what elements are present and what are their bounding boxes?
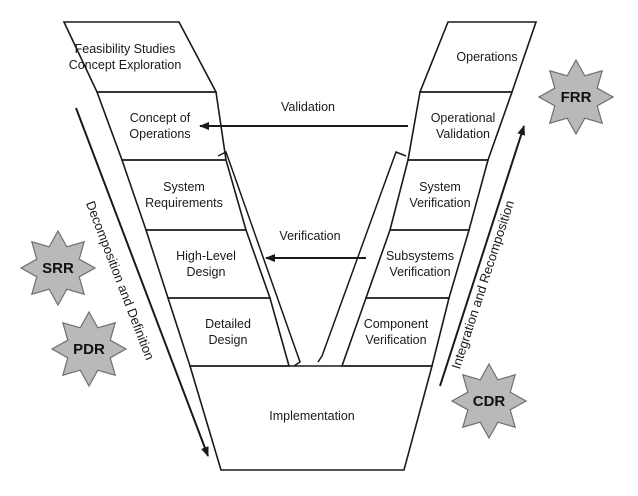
left-stage-3-label-line-1: System bbox=[163, 180, 205, 194]
left-stage-3-label-line-2: Requirements bbox=[145, 196, 223, 210]
right-stage-4-label-line-1: Subsystems bbox=[386, 249, 454, 263]
left-stage-5-label-line-1: Detailed bbox=[205, 317, 251, 331]
left-stage-4-label-line-2: Design bbox=[187, 265, 226, 279]
left-stage-4-label-line-1: High-Level bbox=[176, 249, 236, 263]
left-stage-2-label-line-1: Concept of bbox=[130, 111, 191, 125]
left-stage-5-label-line-2: Design bbox=[209, 333, 248, 347]
right-stage-4-label-line-2: Verification bbox=[389, 265, 450, 279]
srr-badge bbox=[19, 229, 97, 307]
pdr-badge-label: PDR bbox=[73, 341, 105, 358]
left-stage-1-box bbox=[62, 21, 218, 93]
implementation-box bbox=[188, 365, 434, 471]
right-stage-4-box bbox=[364, 229, 471, 299]
frr-badge-label: FRR bbox=[561, 89, 592, 106]
cdr-badge-label: CDR bbox=[473, 393, 506, 410]
right-stage-2-label-line-1: Operational bbox=[431, 111, 496, 125]
frr-badge bbox=[537, 58, 615, 136]
right-arm bbox=[340, 21, 538, 367]
cdr-badge bbox=[450, 362, 528, 440]
srr-badge-label: SRR bbox=[42, 260, 74, 277]
implementation-label-line-1: Implementation bbox=[269, 409, 355, 423]
left-stage-4-box bbox=[144, 229, 272, 299]
right-stage-3-label-line-1: System bbox=[419, 180, 461, 194]
left-arm bbox=[62, 21, 291, 367]
right-stage-2-label-line-2: Validation bbox=[436, 127, 490, 141]
right-stage-5-box bbox=[340, 297, 451, 367]
left-stage-3-box bbox=[120, 159, 248, 231]
right-stage-3-label-line-2: Verification bbox=[409, 196, 470, 210]
right-stage-5-label-line-2: Verification bbox=[365, 333, 426, 347]
left-stage-2-label-line-2: Operations bbox=[129, 127, 190, 141]
integration-arrow bbox=[439, 125, 526, 387]
integration-label: Integration and Recomposition bbox=[448, 198, 517, 370]
validation-label: Validation bbox=[281, 100, 335, 114]
left-stage-1-label-line-1: Feasibility Studies bbox=[75, 42, 176, 56]
right-stage-5-label-line-1: Component bbox=[364, 317, 429, 331]
review-badges: FRR SRR PDR CDR bbox=[19, 58, 615, 440]
left-stage-5-box bbox=[166, 297, 291, 367]
decomposition-arrow bbox=[75, 107, 209, 457]
right-stage-2-box bbox=[407, 91, 514, 161]
right-bracket bbox=[317, 151, 407, 363]
right-stage-3-box bbox=[388, 159, 490, 231]
right-stage-1-label-line-1: Operations bbox=[456, 50, 517, 64]
left-bracket bbox=[217, 150, 301, 367]
verification-label: Verification bbox=[279, 229, 340, 243]
left-stage-1-label-line-2: Concept Exploration bbox=[69, 58, 182, 72]
pdr-badge bbox=[50, 310, 128, 388]
